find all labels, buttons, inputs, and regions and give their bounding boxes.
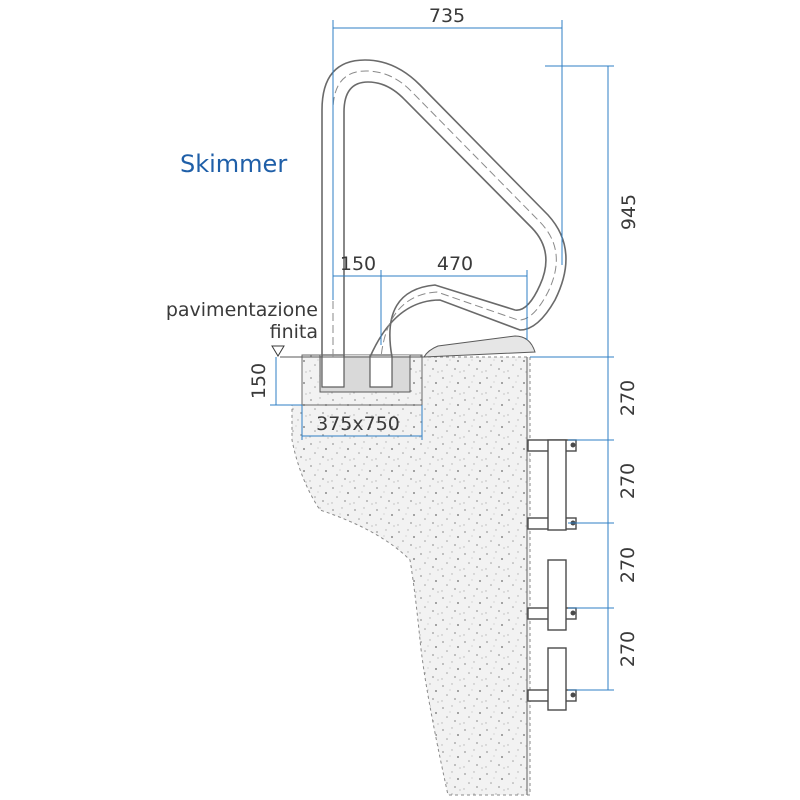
- step-spacing-label-2: 270: [617, 463, 639, 499]
- dim-offsets: 150 470: [333, 253, 528, 345]
- floor-level-marker: [271, 345, 285, 357]
- dim-anchor-depth: 150: [248, 345, 302, 406]
- diagram-title: Skimmer: [180, 150, 287, 178]
- floor-label-line2: finita: [270, 321, 318, 343]
- handrail-inner: [343, 81, 547, 358]
- step-spacing-label-1: 270: [617, 380, 639, 416]
- dim-height-label: 945: [618, 194, 640, 230]
- dim-top-width-label: 735: [429, 5, 465, 27]
- step-spacing-label-4: 270: [617, 631, 639, 667]
- floor-label-line1: pavimentazione: [166, 299, 318, 321]
- dim-step-spacing: 270 270 270 270: [568, 357, 639, 691]
- anchor-cup-right: [369, 354, 393, 388]
- dim-top-width: 735: [332, 5, 563, 300]
- step-spacing-label-3: 270: [617, 547, 639, 583]
- dim-anchor-box-label: 375x750: [316, 413, 400, 435]
- dim-offset-right-label: 470: [437, 253, 473, 275]
- handrail: [321, 59, 567, 358]
- dim-anchor-box: 375x750: [301, 405, 423, 440]
- pool-wall: [291, 356, 531, 796]
- dim-height: 945: [530, 65, 640, 358]
- dim-anchor-depth-label: 150: [248, 363, 270, 399]
- pool-coping: [423, 335, 536, 358]
- anchor-cup-left: [321, 354, 345, 388]
- step-3: [527, 647, 577, 711]
- step-2: [527, 559, 577, 631]
- dim-offset-left-label: 150: [340, 253, 376, 275]
- handrail-centerline: [332, 70, 557, 358]
- step-1: [527, 439, 577, 531]
